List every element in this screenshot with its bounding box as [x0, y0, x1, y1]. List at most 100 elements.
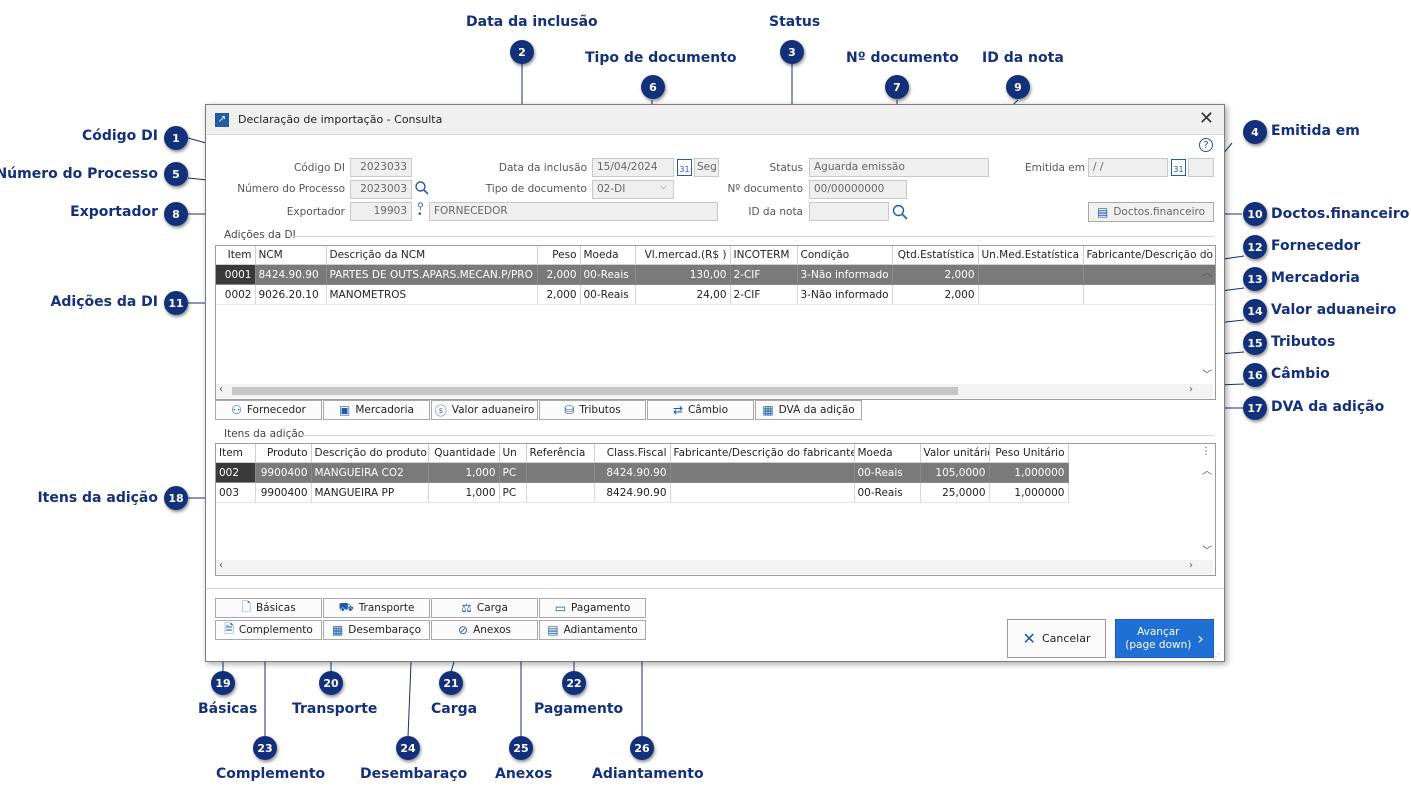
itens-column-header[interactable]: Quantidade	[428, 444, 500, 463]
chevron-down-icon[interactable]: ⌵	[660, 182, 667, 192]
cambio-button[interactable]: ⇄Câmbio	[647, 400, 754, 420]
callout-label-8: Exportador	[70, 204, 158, 220]
table-cell	[978, 284, 1084, 305]
itens-horizontal-scrollbar[interactable]: ‹ ›	[216, 560, 1213, 574]
grid-menu-icon[interactable]: ⋮	[1203, 248, 1213, 259]
adicoes-column-header[interactable]: Qtd.Estatística	[892, 246, 979, 265]
table-cell: 2-CIF	[730, 284, 798, 305]
resize-grip-icon[interactable]: ⋰	[1212, 652, 1220, 661]
table-cell: 1,000000	[989, 462, 1069, 483]
basicas-button[interactable]: 🗋Básicas	[215, 598, 322, 618]
adicoes-column-header[interactable]: Condição	[797, 246, 893, 265]
coins-icon: ⛁	[564, 403, 575, 417]
data-inclusao-field[interactable]: 15/04/2024	[592, 158, 674, 177]
emitida-em-field[interactable]: / /	[1088, 158, 1168, 177]
itens-column-header[interactable]: Un	[499, 444, 527, 463]
id-nota-field[interactable]	[809, 202, 889, 221]
exportador-code-field[interactable]: 19903	[350, 202, 412, 221]
callout-label-19: Básicas	[198, 701, 258, 717]
itens-column-header[interactable]: Moeda	[854, 444, 921, 463]
table-cell: MANGUEIRA CO2	[311, 462, 429, 483]
transporte-button[interactable]: ⛟Transporte	[323, 598, 430, 618]
adicoes-horizontal-scrollbar[interactable]: ‹ ›	[216, 384, 1213, 398]
itens-column-header[interactable]: Descrição do produto	[311, 444, 429, 463]
num-documento-label: Nº documento	[727, 183, 803, 195]
cargo-icon: ⚖	[461, 601, 472, 615]
tributos-button[interactable]: ⛁Tributos	[539, 400, 646, 420]
itens-column-header[interactable]: Produto	[255, 444, 312, 463]
desembaraco-button[interactable]: ▦Desembaraço	[323, 620, 430, 640]
adicoes-column-header[interactable]: Vl.mercad.(R$ )	[635, 246, 731, 265]
callout-label-12: Fornecedor	[1271, 238, 1361, 254]
itens-column-header[interactable]: Valor unitário	[920, 444, 990, 463]
itens-scroll-up-icon[interactable]: ︿	[1202, 466, 1212, 477]
cancel-button[interactable]: ✕Cancelar	[1007, 619, 1106, 658]
adicoes-column-header[interactable]: Descrição da NCM	[326, 246, 538, 265]
adicoes-column-header[interactable]: Peso	[537, 246, 581, 265]
exportador-name-field[interactable]: FORNECEDOR	[429, 202, 718, 221]
table-cell	[526, 462, 595, 483]
valor-aduaneiro-label: Valor aduaneiro	[451, 404, 535, 416]
search-nota-icon[interactable]	[892, 204, 908, 220]
itens-column-header[interactable]: Item	[216, 444, 256, 463]
mercadoria-button[interactable]: ▣Mercadoria	[323, 400, 430, 420]
scroll-up-icon[interactable]: ︿	[1202, 268, 1212, 279]
itens-column-header[interactable]: Referência	[526, 444, 595, 463]
advance-button[interactable]: Avançar (page down) ›	[1115, 619, 1214, 658]
callout-label-15: Tributos	[1271, 334, 1336, 350]
exportador-lookup-icon[interactable]: ⚲•	[417, 202, 424, 220]
fornecedor-button[interactable]: ⚇Fornecedor	[215, 400, 322, 420]
itens-divider	[302, 435, 1214, 436]
adicoes-column-header[interactable]: Moeda	[580, 246, 636, 265]
calendar-emitida-icon[interactable]: 31	[1171, 159, 1186, 176]
table-cell: 8424.90.90	[594, 482, 671, 503]
table-icon: ▦	[762, 403, 774, 417]
search-processo-icon[interactable]	[415, 181, 429, 195]
close-icon[interactable]: ✕	[1198, 108, 1214, 129]
tipo-documento-select[interactable]: 02-DI	[592, 180, 674, 199]
adicoes-column-header[interactable]: NCM	[255, 246, 327, 265]
table-cell	[1083, 284, 1215, 305]
help-icon[interactable]: ?	[1199, 138, 1213, 152]
anexos-button[interactable]: ⊘Anexos	[431, 620, 538, 640]
doctos-financeiro-button[interactable]: ▤Doctos.financeiro	[1088, 202, 1214, 222]
pagamento-button[interactable]: ▭Pagamento	[539, 598, 646, 618]
adicoes-section-label: Adições da DI	[224, 229, 296, 241]
callout-label-20: Transporte	[292, 701, 378, 717]
adiantamento-button[interactable]: ▤Adiantamento	[539, 620, 646, 640]
adicoes-column-header[interactable]: Item	[216, 246, 256, 265]
adicoes-column-header[interactable]: Fabricante/Descrição do	[1083, 246, 1215, 265]
itens-grid-menu-icon[interactable]: ⋮	[1201, 446, 1211, 457]
numero-processo-field[interactable]: 2023003	[350, 180, 412, 199]
calendar-icon[interactable]: 31	[677, 159, 692, 176]
num-documento-field[interactable]: 00/00000000	[809, 180, 907, 199]
status-field: Aguarda emissão	[809, 158, 989, 177]
itens-scroll-down-icon[interactable]: ﹀	[1202, 546, 1212, 557]
itens-column-header[interactable]: Class.Fiscal	[594, 444, 671, 463]
adicoes-column-header[interactable]: INCOTERM	[730, 246, 798, 265]
adicoes-column-header[interactable]: Un.Med.Estatística	[978, 246, 1084, 265]
table-cell: 8424.90.90	[594, 462, 671, 483]
desembaraco-label: Desembaraço	[348, 624, 422, 636]
scroll-down-icon[interactable]: ﹀	[1202, 370, 1212, 381]
complemento-button[interactable]: 🗎Complemento	[215, 620, 322, 640]
carga-label: Carga	[476, 602, 508, 614]
callout-label-6: Tipo de documento	[585, 50, 737, 66]
callout-badge-14: 14	[1243, 299, 1267, 323]
codigo-di-field[interactable]: 2023033	[350, 158, 412, 177]
itens-column-header[interactable]: Peso Unitário	[989, 444, 1069, 463]
callout-badge-8: 8	[164, 202, 188, 226]
carga-button[interactable]: ⚖ Carga	[431, 598, 538, 618]
callout-badge-20: 20	[319, 671, 343, 695]
dva-adicao-button[interactable]: ▦DVA da adição	[755, 400, 862, 420]
doctos-financeiro-label: Doctos.financeiro	[1113, 206, 1205, 218]
callout-label-18: Itens da adição	[37, 490, 158, 506]
itens-column-header[interactable]: Fabricante/Descrição do fabricante	[670, 444, 855, 463]
